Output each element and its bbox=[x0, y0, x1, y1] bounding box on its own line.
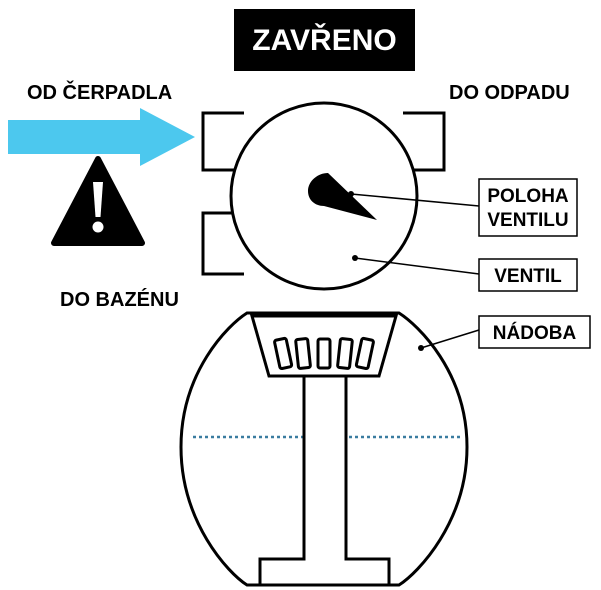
title-text: ZAVŘENO bbox=[252, 23, 396, 57]
label-box-valve-position bbox=[478, 178, 578, 237]
label-valve: VENTIL bbox=[494, 266, 562, 287]
label-box-valve bbox=[478, 258, 578, 292]
valve-port-pool bbox=[201, 211, 244, 276]
callout-line bbox=[350, 193, 480, 207]
standpipe bbox=[258, 376, 391, 587]
label-valve-position-line1: POLOHA bbox=[487, 186, 569, 207]
flow-arrow-icon bbox=[8, 108, 195, 166]
label-to-pool: DO BAZÉNU bbox=[60, 288, 179, 311]
label-container: NÁDOBA bbox=[493, 322, 577, 344]
valve-port-inlet bbox=[201, 111, 244, 172]
callout-line bbox=[420, 329, 480, 349]
warning-triangle-icon bbox=[51, 156, 145, 246]
label-valve-position-line2: VENTILU bbox=[487, 210, 568, 231]
valve-position-pointer bbox=[308, 173, 377, 220]
distributor-slots bbox=[273, 336, 375, 371]
callout-line bbox=[354, 257, 480, 275]
label-to-waste: DO ODPADU bbox=[449, 82, 570, 104]
label-from-pump: OD ČERPADLA bbox=[27, 80, 172, 104]
label-box-container bbox=[478, 315, 591, 349]
title-background bbox=[234, 9, 415, 71]
title-banner: ZAVŘENO bbox=[234, 9, 415, 71]
valve-port-waste bbox=[403, 111, 446, 172]
